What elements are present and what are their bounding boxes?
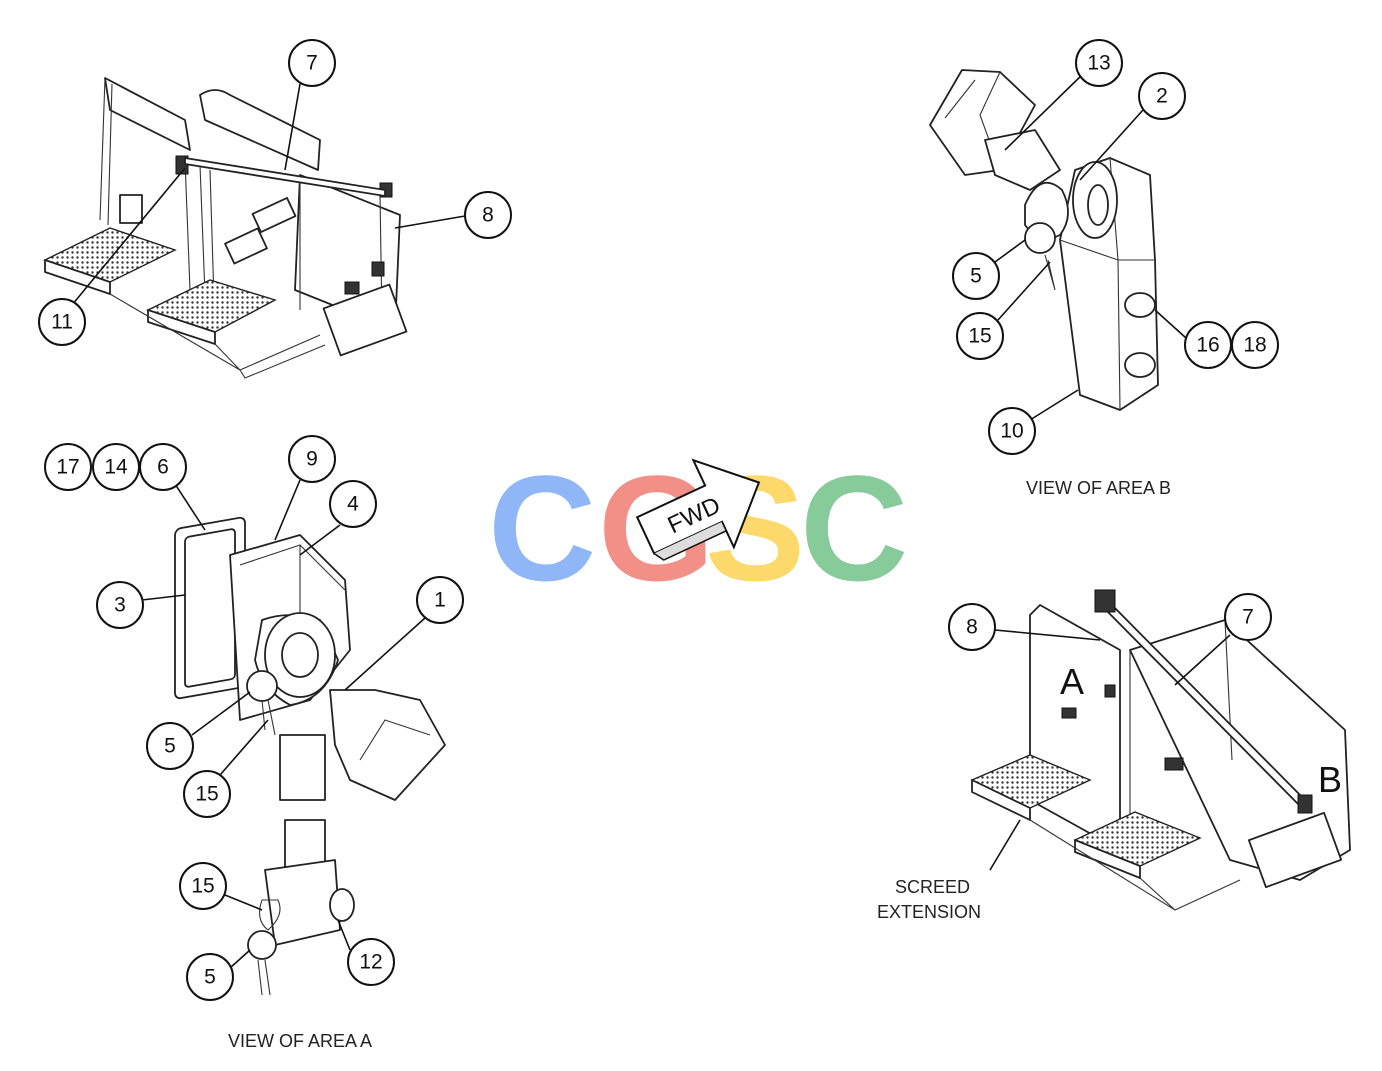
svg-text:11: 11 bbox=[51, 311, 73, 334]
area-b-letter: B bbox=[1318, 759, 1342, 800]
caption-area-b: VIEW OF AREA B bbox=[1026, 478, 1171, 498]
svg-text:12: 12 bbox=[359, 951, 382, 974]
callout-b-2: 2 bbox=[1138, 72, 1186, 120]
callout-a-4: 4 bbox=[329, 480, 377, 528]
cgsc-watermark: C G S C bbox=[488, 444, 908, 612]
svg-text:3: 3 bbox=[114, 594, 126, 617]
svg-text:7: 7 bbox=[1242, 606, 1254, 629]
callout-a-14: 14 bbox=[92, 443, 140, 491]
callout-overview-7: 7 bbox=[1224, 593, 1272, 641]
callout-b-18: 18 bbox=[1231, 321, 1279, 369]
svg-text:7: 7 bbox=[306, 52, 318, 75]
svg-text:16: 16 bbox=[1196, 334, 1219, 357]
callout-top-11: 11 bbox=[38, 298, 86, 346]
area-b-detail bbox=[929, 69, 1187, 421]
area-a-letter: A bbox=[1060, 661, 1084, 702]
svg-text:13: 13 bbox=[1087, 52, 1110, 75]
watermark-letter-4: C bbox=[800, 444, 908, 612]
svg-text:2: 2 bbox=[1156, 85, 1168, 108]
svg-text:9: 9 bbox=[306, 448, 318, 471]
callout-b-5: 5 bbox=[952, 252, 1000, 300]
svg-text:15: 15 bbox=[968, 325, 991, 348]
svg-text:17: 17 bbox=[56, 456, 79, 479]
svg-text:14: 14 bbox=[104, 456, 128, 479]
svg-text:1: 1 bbox=[434, 589, 446, 612]
screed-extension-overview: A B bbox=[970, 589, 1351, 911]
callout-b-16: 16 bbox=[1184, 321, 1232, 369]
callout-a-17: 17 bbox=[44, 443, 92, 491]
callout-b-13: 13 bbox=[1075, 39, 1123, 87]
callout-a-5-upper: 5 bbox=[146, 722, 194, 770]
svg-text:5: 5 bbox=[970, 265, 982, 288]
forward-arrow-icon: FWD bbox=[635, 458, 761, 561]
watermark-letter-1: C bbox=[488, 444, 596, 612]
caption-area-a: VIEW OF AREA A bbox=[228, 1031, 372, 1051]
callout-a-6: 6 bbox=[139, 443, 187, 491]
callout-overview-8: 8 bbox=[948, 603, 996, 651]
screed-assembly-top-view bbox=[43, 77, 466, 379]
svg-text:6: 6 bbox=[157, 456, 169, 479]
svg-text:15: 15 bbox=[191, 875, 214, 898]
callout-a-12: 12 bbox=[347, 938, 395, 986]
callout-b-10: 10 bbox=[988, 407, 1036, 455]
svg-text:15: 15 bbox=[195, 783, 218, 806]
callout-a-15-lower: 15 bbox=[179, 862, 227, 910]
callout-a-9: 9 bbox=[288, 435, 336, 483]
svg-text:5: 5 bbox=[164, 735, 176, 758]
callout-a-15-upper: 15 bbox=[183, 770, 231, 818]
callout-top-7: 7 bbox=[288, 39, 336, 87]
svg-text:8: 8 bbox=[966, 616, 978, 639]
area-a-detail bbox=[141, 479, 446, 996]
callout-a-5-lower: 5 bbox=[186, 953, 234, 1001]
callout-a-1: 1 bbox=[416, 576, 464, 624]
callout-b-15: 15 bbox=[956, 312, 1004, 360]
svg-text:10: 10 bbox=[1000, 420, 1023, 443]
caption-screed-1: SCREED bbox=[895, 877, 970, 897]
callout-a-3: 3 bbox=[96, 581, 144, 629]
caption-screed-2: EXTENSION bbox=[877, 902, 981, 922]
callout-top-8: 8 bbox=[464, 191, 512, 239]
svg-text:4: 4 bbox=[347, 493, 359, 516]
svg-text:8: 8 bbox=[482, 204, 494, 227]
svg-text:18: 18 bbox=[1243, 334, 1266, 357]
svg-text:5: 5 bbox=[204, 966, 216, 989]
